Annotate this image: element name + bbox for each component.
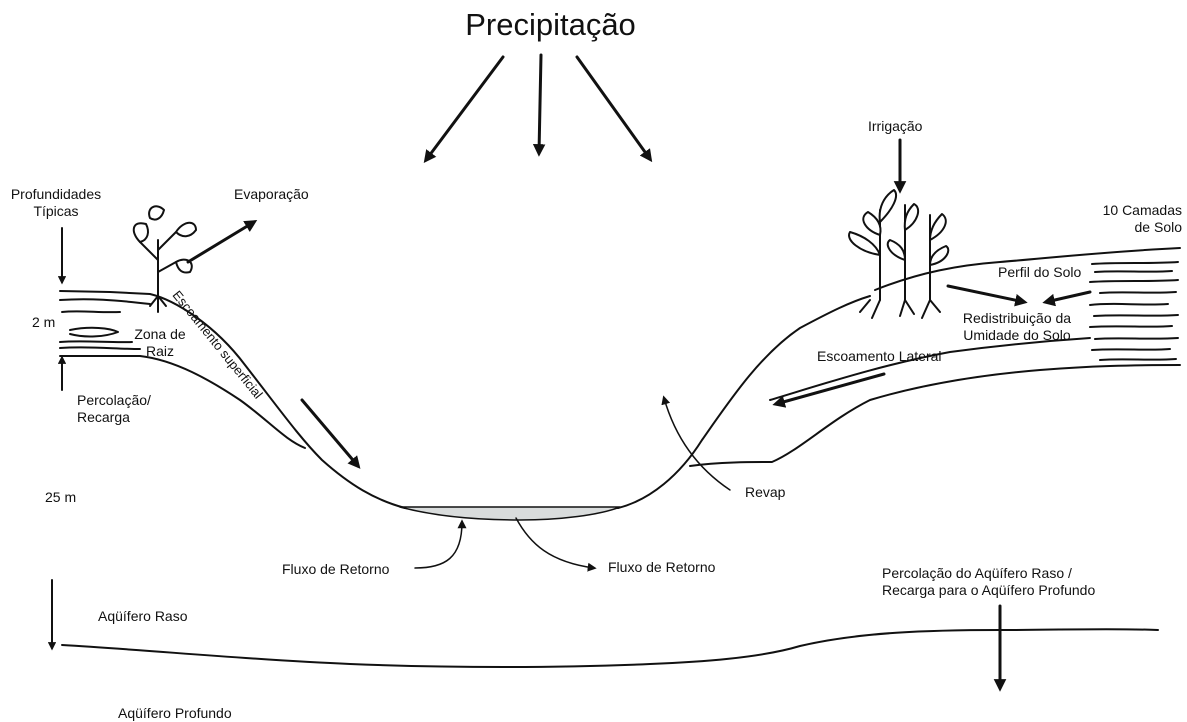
right-slope-surface — [618, 296, 870, 508]
depth-25m-label: 25 m — [45, 489, 76, 506]
soil-profile-label: Perfil do Solo — [998, 264, 1081, 281]
return-flow-right-label: Fluxo de Retorno — [608, 559, 715, 576]
lateral-flow-label: Escoamento Lateral — [817, 348, 942, 365]
evaporation-label: Evaporação — [234, 186, 309, 203]
percolation-recharge-label: Percolação/ Recarga — [77, 392, 151, 426]
diagram-title: Precipitação — [0, 6, 1101, 44]
typical-depths-label: Profundidades Típicas — [8, 186, 104, 220]
root-zone-label: Zona de Raiz — [120, 326, 200, 360]
irrigation-label: Irrigação — [868, 118, 922, 135]
redistribution-arrows — [948, 286, 1090, 302]
evaporation-arrow — [188, 222, 254, 262]
soil-layers-label: 10 Camadas de Solo — [1060, 202, 1182, 236]
moisture-redistribution-label: Redistribuição da Umidade do Solo — [952, 310, 1082, 344]
deep-aquifer-label: Aqüífero Profundo — [118, 705, 232, 722]
return-flow-arrows — [415, 518, 594, 568]
deep-percolation-label: Percolação do Aqüífero Raso / Recarga pa… — [882, 565, 1095, 599]
aquifer-boundary — [62, 629, 1158, 667]
depth-2m-label: 2 m — [32, 314, 55, 331]
lateral-flow-arrow — [776, 374, 884, 404]
return-flow-left-label: Fluxo de Retorno — [282, 561, 389, 578]
precipitation-arrows — [426, 55, 650, 160]
shallow-aquifer-label: Aqüífero Raso — [98, 608, 188, 625]
surface-runoff-arrow — [302, 400, 358, 466]
right-lower-layer — [690, 365, 1180, 466]
stream-water — [400, 507, 620, 520]
right-soil-layers — [1090, 262, 1178, 360]
revap-label: Revap — [745, 484, 785, 501]
